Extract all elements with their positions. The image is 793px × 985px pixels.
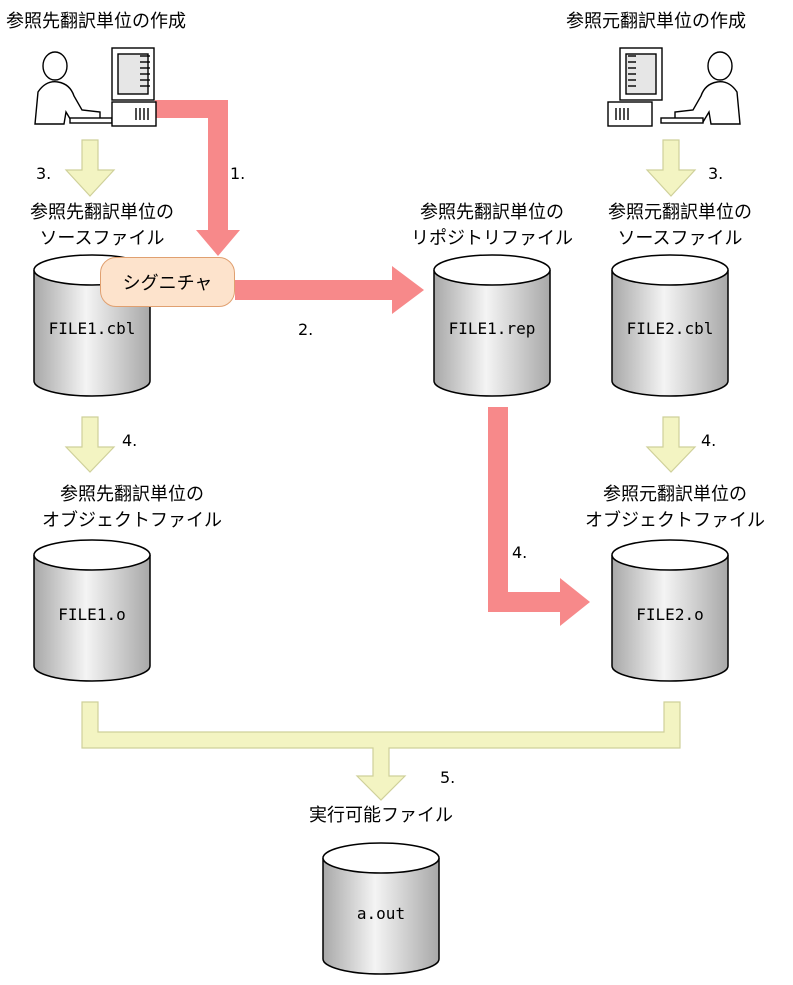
cylinder-file2-o xyxy=(611,539,729,682)
label-source-right: 参照元翻訳単位の ソースファイル xyxy=(590,200,770,252)
header-left: 参照先翻訳単位の作成 xyxy=(6,11,186,32)
label-line: 参照先翻訳単位の xyxy=(30,202,174,223)
label-line: 参照元翻訳単位の xyxy=(603,484,747,505)
label-executable: 実行可能ファイル xyxy=(309,805,453,826)
step-label-4-right: 4. xyxy=(701,431,717,450)
file-name-file1-rep: FILE1.rep xyxy=(448,319,536,338)
step-label-3-right: 3. xyxy=(708,164,724,183)
step5-merge-arrow xyxy=(81,701,681,801)
step-label-3-left: 3. xyxy=(36,164,52,183)
file-name-file1-o: FILE1.o xyxy=(58,605,126,624)
step1-arrow xyxy=(155,100,240,256)
step-label-4-left: 4. xyxy=(122,431,138,450)
step4-right-arrow xyxy=(645,416,697,473)
person-at-computer-icon xyxy=(607,47,741,127)
step4-left-arrow xyxy=(64,416,116,473)
cylinder-file2-cbl xyxy=(611,254,729,397)
label-line: ソースファイル xyxy=(617,228,743,249)
step3-right-arrow xyxy=(645,139,697,197)
label-object-left: 参照先翻訳単位の オブジェクトファイル xyxy=(22,482,242,534)
file-name-file2-o: FILE2.o xyxy=(636,605,704,624)
file-name-file1-cbl: FILE1.cbl xyxy=(48,319,136,338)
file-name-file2-cbl: FILE2.cbl xyxy=(626,319,714,338)
signature-badge: シグニチャ xyxy=(100,257,235,307)
person-at-computer-icon xyxy=(34,47,157,127)
file-name-a-out: a.out xyxy=(356,904,406,923)
label-line: オブジェクトファイル xyxy=(42,510,222,531)
step3-left-arrow xyxy=(64,139,116,197)
label-repository: 参照先翻訳単位の リポジトリファイル xyxy=(392,200,592,252)
cylinder-a-out xyxy=(322,842,440,975)
cylinder-file1-rep xyxy=(433,254,551,397)
step-label-4-mid: 4. xyxy=(512,543,528,562)
label-line: リポジトリファイル xyxy=(411,228,573,249)
label-line: 参照元翻訳単位の xyxy=(608,202,752,223)
cylinder-file1-o xyxy=(33,539,151,682)
label-source-left: 参照先翻訳単位の ソースファイル xyxy=(12,200,192,252)
step-label-2: 2. xyxy=(298,320,314,339)
label-line: 参照先翻訳単位の xyxy=(60,484,204,505)
label-object-right: 参照元翻訳単位の オブジェクトファイル xyxy=(565,482,785,534)
step4-mid-arrow xyxy=(488,407,590,626)
label-line: ソースファイル xyxy=(39,228,165,249)
step-label-1: 1. xyxy=(230,164,246,183)
label-line: 参照先翻訳単位の xyxy=(420,202,564,223)
label-line: オブジェクトファイル xyxy=(585,510,765,531)
step2-arrow xyxy=(235,266,424,314)
signature-flow-arrows xyxy=(155,100,590,626)
step-label-5: 5. xyxy=(440,768,456,787)
build-flow-arrows xyxy=(64,139,697,801)
header-right: 参照元翻訳単位の作成 xyxy=(566,11,746,32)
